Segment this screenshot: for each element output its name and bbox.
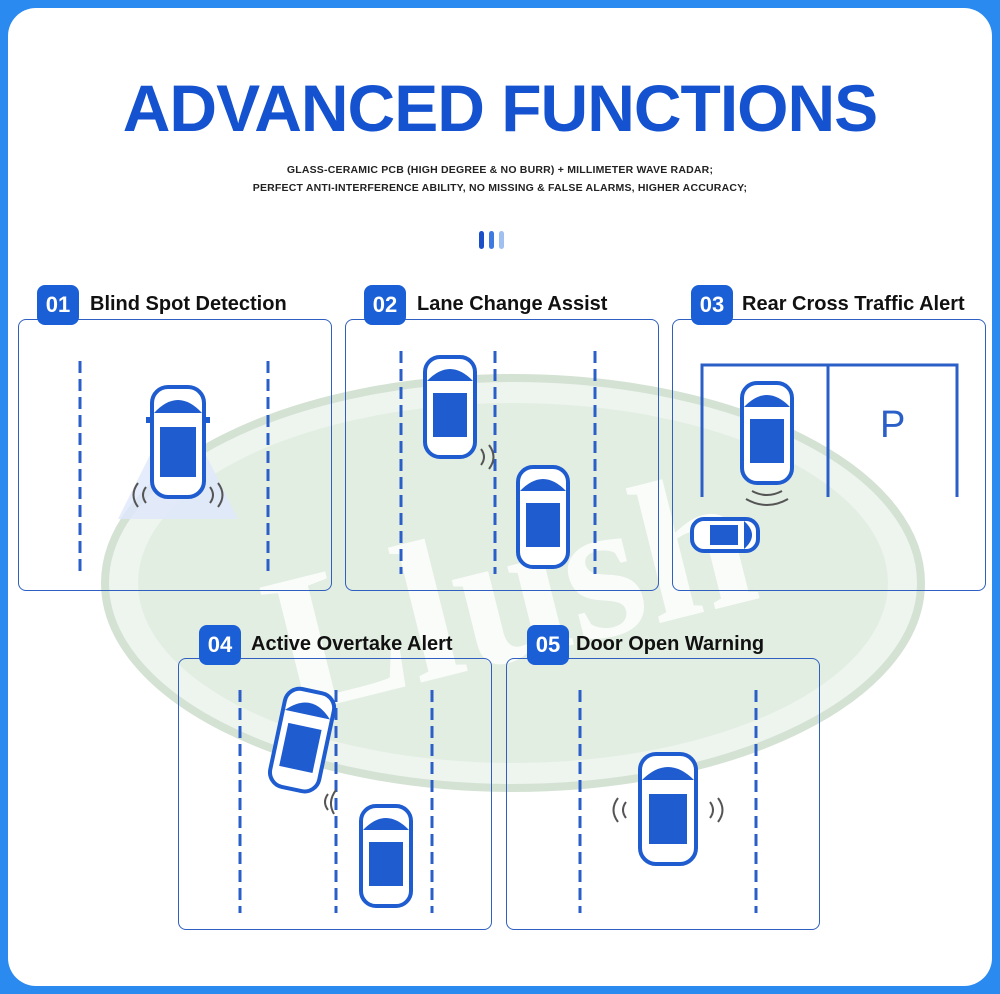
panel-lane-change-assist: [345, 319, 659, 591]
scene-lane-change: [399, 351, 597, 574]
label-lane-change-assist: Lane Change Assist: [417, 293, 608, 315]
badge-05: 05: [527, 625, 569, 665]
badge-03: 03: [691, 285, 733, 325]
parking-sign: P: [880, 404, 905, 446]
subtitle-line-2: PERFECT ANTI-INTERFERENCE ABILITY, NO MI…: [252, 182, 748, 194]
scene-door-open: [578, 690, 758, 913]
panel-active-overtake-alert: [178, 658, 492, 930]
badge-04: 04: [199, 625, 241, 665]
label-rear-cross-traffic-alert: Rear Cross Traffic Alert: [742, 293, 965, 315]
infographic-frame: Llush ADVANCED FUNCTIONS GLASS-CERAMIC P…: [8, 8, 992, 986]
label-blind-spot-detection: Blind Spot Detection: [90, 293, 287, 315]
panel-rear-cross-traffic-alert: [672, 319, 986, 591]
label-door-open-warning: Door Open Warning: [576, 633, 765, 655]
panel-door-open-warning: [506, 658, 820, 930]
panel-blind-spot-detection: [18, 319, 332, 591]
badge-02: 02: [364, 285, 406, 325]
scene-active-overtake: [238, 686, 434, 913]
decorative-dots: [479, 231, 509, 254]
scene-blind-spot: [78, 361, 270, 574]
label-active-overtake-alert: Active Overtake Alert: [251, 633, 453, 655]
page-title: ADVANCED FUNCTIONS: [122, 71, 878, 145]
subtitle-line-1: GLASS-CERAMIC PCB (HIGH DEGREE & NO BURR…: [286, 164, 714, 176]
scene-rear-cross-traffic: P: [690, 363, 959, 553]
badge-01: 01: [37, 285, 79, 325]
